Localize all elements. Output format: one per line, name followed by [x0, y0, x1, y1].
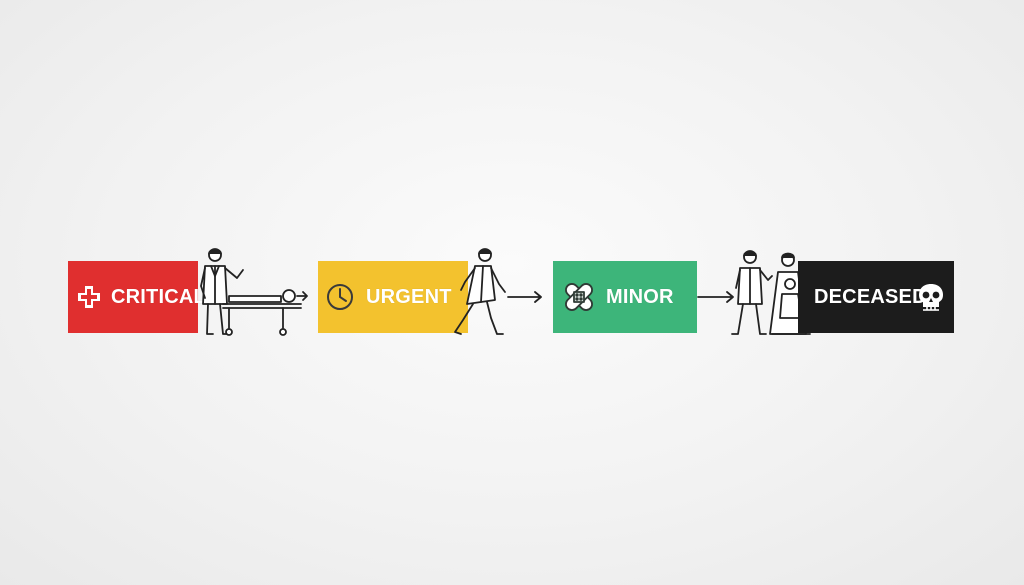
urgent-box	[318, 261, 468, 333]
urgent-label: URGENT	[366, 286, 452, 308]
doctor-walking-illustration	[447, 246, 511, 338]
doctor-with-mourners-illustration	[728, 248, 816, 338]
bandage-icon	[561, 280, 597, 314]
critical-label: CRITICAL	[111, 286, 206, 308]
arrow-right-icon	[696, 289, 736, 305]
doctor-stretcher-illustration	[193, 246, 313, 338]
medical-cross-icon	[77, 285, 101, 309]
clock-icon	[325, 282, 355, 312]
arrow-right-icon	[506, 289, 544, 305]
deceased-label: DECEASED	[814, 286, 927, 308]
skull-icon	[917, 282, 945, 312]
minor-label: MINOR	[606, 286, 674, 308]
